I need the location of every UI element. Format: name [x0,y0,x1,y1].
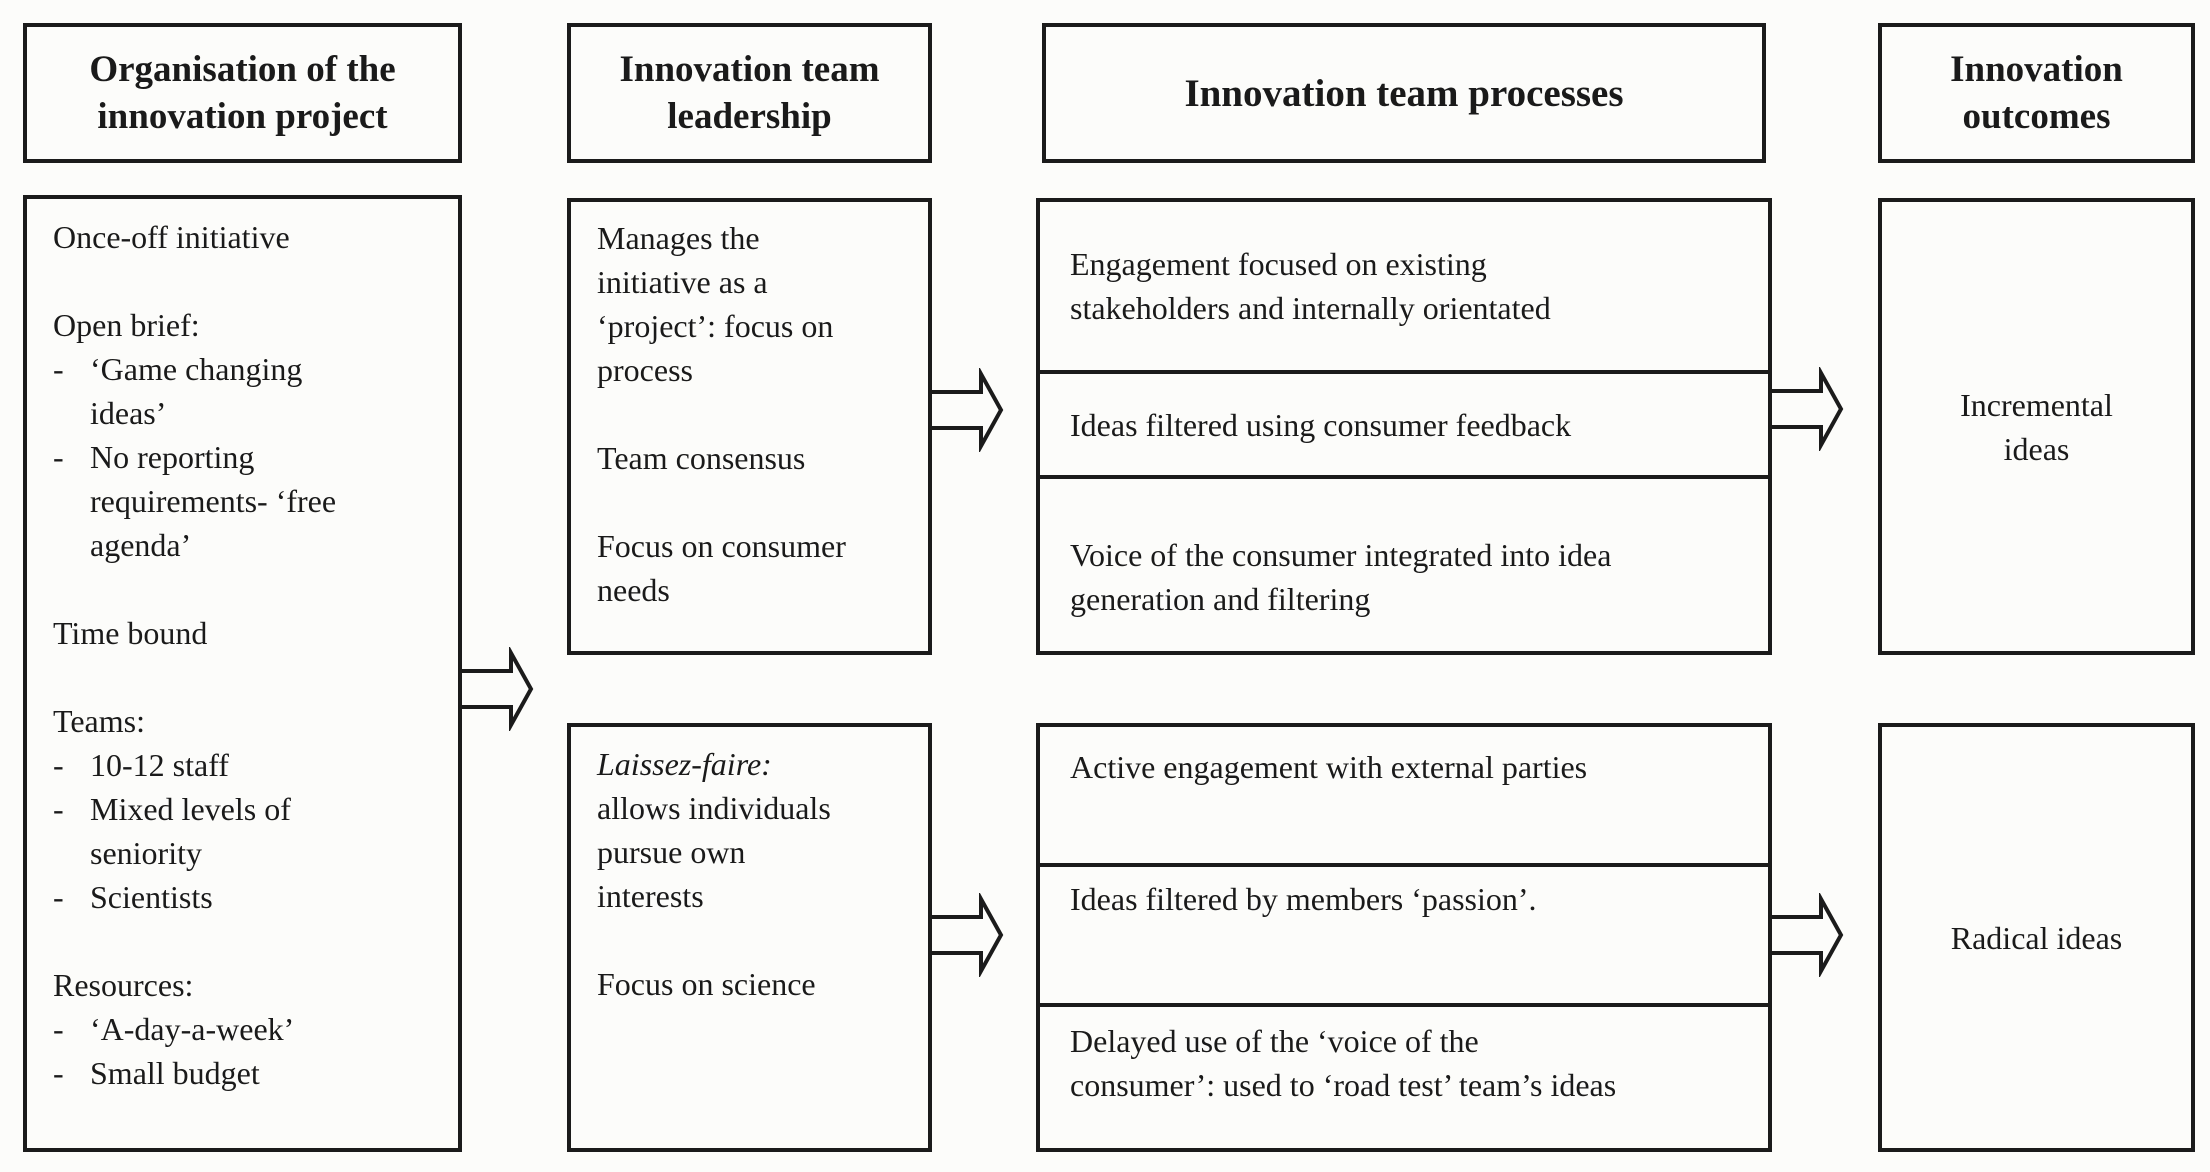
arrow-leadership-to-processes-bottom-icon [930,893,1004,977]
bullet-item: -Small budget [53,1051,444,1095]
paragraph-gap [53,919,444,963]
process-cell-delayed-voice: Delayed use of the ‘voice of the consume… [1040,1003,1768,1148]
processes-top-group: Engagement focused on existing stakehold… [1036,198,1772,655]
process-cell-engagement-existing: Engagement focused on existing stakehold… [1070,246,1551,326]
arrow-organisation-to-leadership-icon [460,647,534,731]
arrow-processes-to-incremental-icon [1770,367,1844,451]
bullet-text: Small budget [90,1055,260,1091]
processes-bottom-group: Active engagement with external parties … [1036,723,1772,1152]
processes-header-box: Innovation team processes [1042,23,1766,163]
bullet-dash: - [53,439,64,475]
arrow-processes-to-radical-icon [1770,893,1844,977]
arrow-leadership-to-processes-top-icon [930,368,1004,452]
outcomes-header-box: Innovation outcomes [1878,23,2195,163]
bullet-dash: - [53,747,64,783]
bullet-text: Scientists [90,879,213,915]
bullet-item: -‘Game changing ideas’ [53,347,444,435]
bullet-item: -Mixed levels of seniority [53,787,444,875]
bullet-text: ‘A-day-a-week’ [90,1011,295,1047]
paragraph-gap [53,567,444,611]
process-cell-consumer-feedback: Ideas filtered using consumer feedback [1040,370,1768,475]
bullet-dash: - [53,791,64,827]
leadership-bottom-box: Laissez-faire: allows individuals pursue … [567,723,932,1152]
bullet-text: 10-12 staff [90,747,229,783]
outcome-radical-box: Radical ideas [1878,723,2195,1152]
paragraph: Once-off initiative [53,219,290,255]
paragraph-gap [53,259,444,303]
bullet-item: -‘A-day-a-week’ [53,1007,444,1051]
bullet-dash: - [53,351,64,387]
paragraph: Time bound [53,615,208,651]
bullet-text: ‘Game changing ideas’ [90,351,303,431]
paragraph-gap [53,655,444,699]
bullet-text: Mixed levels of seniority [90,791,291,871]
bullet-dash: - [53,879,64,915]
process-cell-members-passion: Ideas filtered by members ‘passion’. [1040,863,1768,1003]
outcome-incremental-box: Incremental ideas [1878,198,2195,655]
leadership-style-label: Laissez-faire: [597,746,772,782]
paragraph: Teams: [53,703,145,739]
bullet-dash: - [53,1055,64,1091]
process-cell-voice-integrated: Voice of the consumer integrated into id… [1040,475,1768,651]
paragraph: Resources: [53,967,194,1003]
bullet-dash: - [53,1011,64,1047]
bullet-text: No reporting requirements- ‘free agenda’ [90,439,337,563]
bullet-item: -No reporting requirements- ‘free agenda… [53,435,444,567]
leadership-bottom-text: allows individuals pursue own interests … [597,790,831,1002]
leadership-top-box: Manages the initiative as a ‘project’: f… [567,198,932,655]
bullet-item: -10-12 staff [53,743,444,787]
paragraph: Open brief: [53,307,200,343]
process-cell-external-parties: Active engagement with external parties [1070,749,1588,785]
leadership-header-box: Innovation team leadership [567,23,932,163]
bullet-item: -Scientists [53,875,444,919]
organisation-header-box: Organisation of the innovation project [23,23,462,163]
